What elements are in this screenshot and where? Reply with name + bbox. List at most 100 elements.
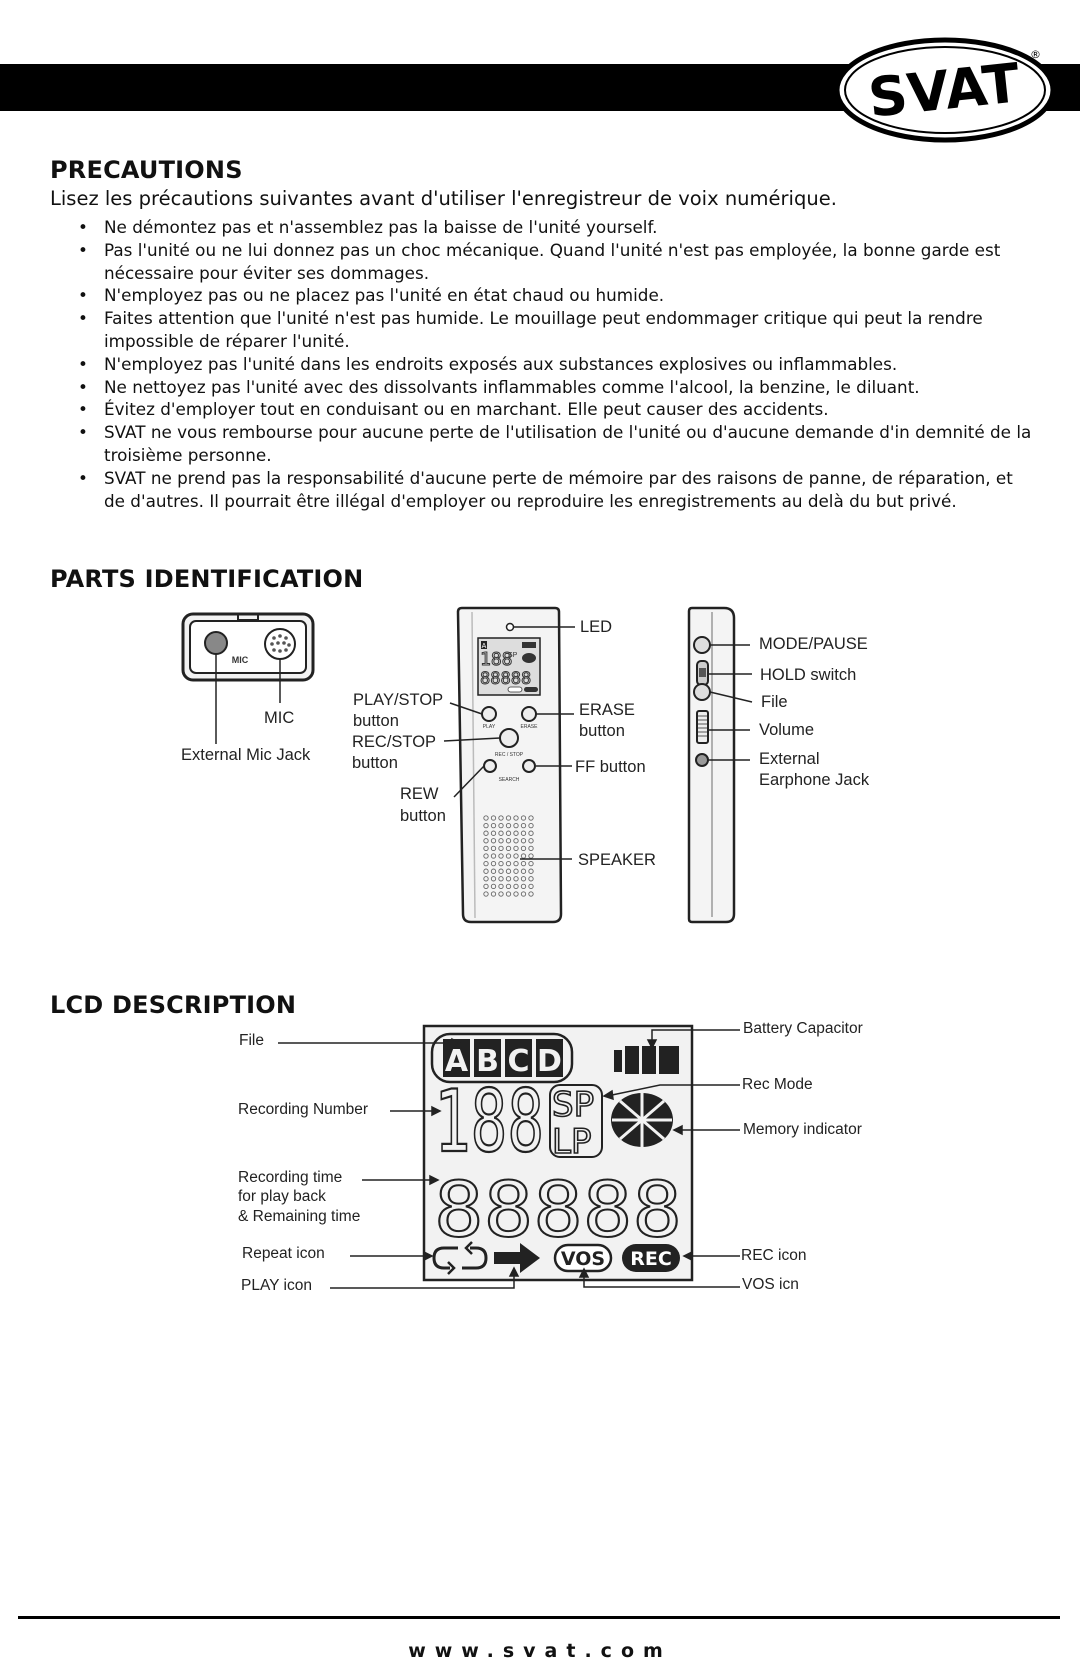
speaker-hole: [490, 822, 497, 829]
file-letter-box: [505, 1039, 532, 1077]
speaker-hole: [520, 838, 527, 844]
label-recording-time-1: Recording time: [238, 1169, 343, 1186]
speaker-hole: [513, 853, 519, 859]
play-icon: [494, 1243, 540, 1273]
list-item: Évitez d'employer tout en conduisant ou …: [50, 398, 1035, 421]
recorder-side: [687, 606, 736, 924]
speaker-hole: [498, 815, 504, 821]
precautions-list: Ne démontez pas et n'assemblez pas la ba…: [50, 216, 1035, 512]
rec-stop-button: [499, 728, 519, 748]
speaker-hole: [505, 860, 512, 867]
speaker-hole: [528, 853, 534, 859]
speaker-hole: [505, 868, 512, 874]
speaker-hole: [490, 860, 497, 867]
mic-device-text: MIC: [232, 655, 249, 665]
speaker-hole: [513, 815, 519, 821]
speaker-hole: [498, 838, 504, 844]
list-item: SVAT ne prend pas la responsabilité d'au…: [50, 467, 1035, 513]
label-led: LED: [580, 618, 613, 636]
speaker-hole: [520, 845, 527, 852]
speaker-hole: [528, 883, 534, 890]
speaker-hole: [498, 853, 504, 859]
lcd-title: LCD DESCRIPTION: [50, 991, 297, 1019]
speaker-hole: [513, 838, 519, 844]
speaker-hole: [490, 883, 497, 890]
speaker-hole: [513, 860, 519, 867]
mic-grille-icon: [270, 634, 291, 653]
precautions-title: PRECAUTIONS: [50, 156, 243, 184]
trademark-mark: ®: [1030, 48, 1041, 61]
svat-logo: SVAT ®: [834, 37, 1056, 143]
speaker-hole: [483, 822, 489, 829]
label-play-icon: PLAY icon: [241, 1277, 312, 1294]
speaker-hole: [505, 853, 512, 859]
list-item: N'employez pas l'unité dans les endroits…: [50, 353, 1035, 376]
speaker-hole: [483, 868, 489, 874]
battery-icon: [614, 1046, 679, 1074]
speaker-hole: [505, 845, 512, 852]
led-icon: [505, 622, 515, 632]
parts-title: PARTS IDENTIFICATION: [50, 565, 364, 593]
speaker-hole: [520, 876, 527, 882]
label-recording-number: Recording Number: [238, 1101, 369, 1118]
label-volume: Volume: [759, 721, 815, 739]
precautions-intro: Lisez les précautions suivantes avant d'…: [50, 187, 837, 210]
speaker-hole: [490, 845, 497, 852]
file-letter-box: [536, 1039, 563, 1077]
volume-wheel: [696, 710, 709, 744]
label-mic: MIC: [264, 709, 295, 727]
label-battery: Battery Capacitor: [743, 1020, 863, 1037]
speaker-hole: [513, 876, 519, 882]
label-external-earphone-2: Earphone Jack: [759, 771, 870, 789]
speaker-hole: [520, 860, 527, 867]
play-stop-button: [481, 706, 497, 722]
speaker-hole: [528, 860, 534, 867]
label-memory: Memory indicator: [743, 1121, 862, 1138]
svg-text:ERASE: ERASE: [521, 724, 539, 730]
speaker-hole: [498, 845, 504, 852]
speaker-hole: [483, 860, 489, 867]
speaker-hole: [490, 830, 497, 836]
speaker-hole: [490, 838, 497, 844]
svg-text:VOS: VOS: [561, 1248, 605, 1270]
label-rew-2: button: [400, 807, 446, 825]
speaker-hole: [490, 815, 497, 821]
speaker-hole: [505, 883, 512, 890]
speaker-hole: [520, 830, 527, 836]
speaker-hole: [498, 830, 504, 836]
label-play-stop-2: button: [353, 712, 399, 730]
list-item: Pas l'unité ou ne lui donnez pas un choc…: [50, 239, 1035, 285]
ff-button: [522, 759, 536, 773]
svg-text:SEARCH: SEARCH: [499, 777, 520, 783]
speaker-hole: [528, 845, 534, 852]
recording-number-digits: 188: [434, 1072, 544, 1172]
label-repeat-icon: Repeat icon: [242, 1245, 325, 1262]
file-letter: C: [507, 1044, 529, 1079]
footer-url: www.svat.com: [408, 1640, 672, 1662]
speaker-hole: [520, 815, 527, 821]
footer-divider: [18, 1616, 1060, 1619]
speaker-hole: [505, 822, 512, 829]
repeat-icon: [432, 1241, 488, 1275]
label-vos-icon: VOS icn: [742, 1276, 799, 1293]
file-letter-box: [474, 1039, 501, 1077]
speaker-hole: [483, 815, 489, 821]
list-item: N'employez pas ou ne placez pas l'unité …: [50, 284, 1035, 307]
speaker-hole: [498, 822, 504, 829]
svg-text:PLAY: PLAY: [483, 724, 496, 730]
speaker-hole: [513, 830, 519, 836]
label-rec-mode: Rec Mode: [742, 1076, 813, 1093]
svg-text:SP: SP: [508, 652, 518, 659]
mode-pause-button: [693, 636, 711, 654]
speaker-hole: [490, 876, 497, 882]
speaker-hole: [498, 860, 504, 867]
svg-text:REC: REC: [630, 1248, 672, 1270]
label-rec-stop-2: button: [352, 754, 398, 772]
label-lcd-file: File: [239, 1032, 264, 1049]
speaker-hole: [490, 891, 497, 897]
speaker-hole: [513, 883, 519, 890]
speaker-hole: [483, 845, 489, 852]
speaker-hole: [528, 891, 534, 897]
speaker-hole: [528, 830, 534, 836]
